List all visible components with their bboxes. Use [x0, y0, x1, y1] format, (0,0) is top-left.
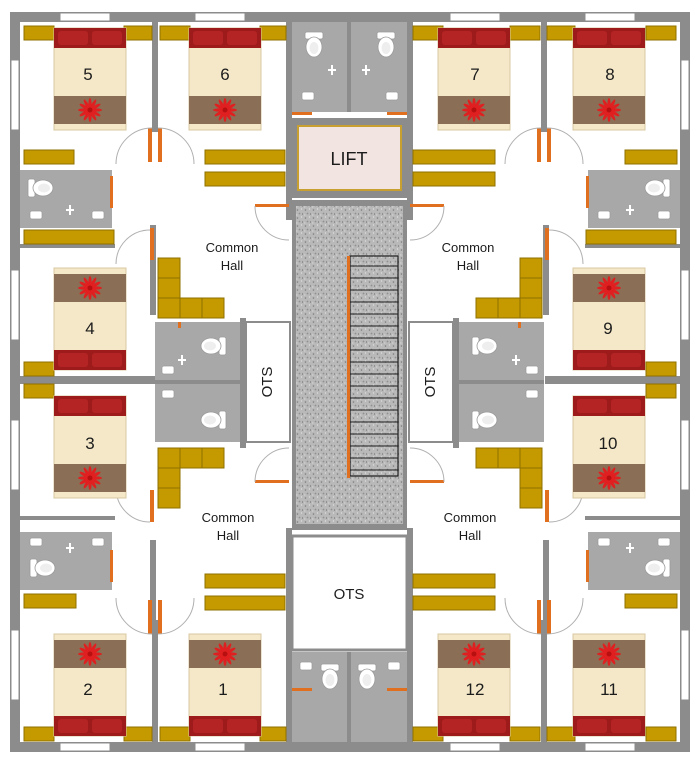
room-number-label-1: 1 [218, 680, 227, 699]
room-number-label-10: 10 [599, 434, 618, 453]
staircase [296, 206, 403, 524]
common-hall-tl-line1: Common [206, 240, 259, 255]
room-number-label-11: 11 [600, 680, 618, 699]
common-hall-tl-line2: Hall [221, 258, 244, 273]
room-number-label-5: 5 [83, 65, 92, 84]
ots-label-right: OTS [422, 367, 439, 398]
outer-walls [10, 12, 690, 752]
ots-shafts: OTS OTS OTS [245, 321, 454, 652]
room-number-label-8: 8 [605, 65, 614, 84]
windows [10, 12, 690, 752]
room-number-label-7: 7 [470, 65, 479, 84]
room-number-label-3: 3 [85, 434, 94, 453]
bathrooms [20, 22, 680, 742]
room-number-1-label-2: 2 [83, 680, 92, 699]
wardrobes [23, 25, 678, 742]
common-hall-tr-line2: Hall [457, 258, 480, 273]
room-number-label-4: 4 [85, 319, 94, 338]
ots-label-bottom: OTS [334, 586, 365, 603]
common-hall-labels: Common Hall Common Hall Common Hall Comm… [202, 240, 497, 543]
lift: LIFT [288, 118, 411, 198]
common-hall-bl-line1: Common [202, 510, 255, 525]
common-hall-tr-line1: Common [442, 240, 495, 255]
common-hall-br-line2: Hall [459, 528, 482, 543]
room-number-label-9: 9 [603, 319, 612, 338]
room-numbers: 2 1 3 4 5 6 7 8 9 10 11 12 [83, 65, 618, 699]
ots-label-left: OTS [259, 367, 276, 398]
room-number-label-12: 12 [466, 680, 485, 699]
common-hall-bl-line2: Hall [217, 528, 240, 543]
lift-label: LIFT [330, 149, 367, 169]
room-number-label-6: 6 [220, 65, 229, 84]
common-hall-br-line1: Common [444, 510, 497, 525]
